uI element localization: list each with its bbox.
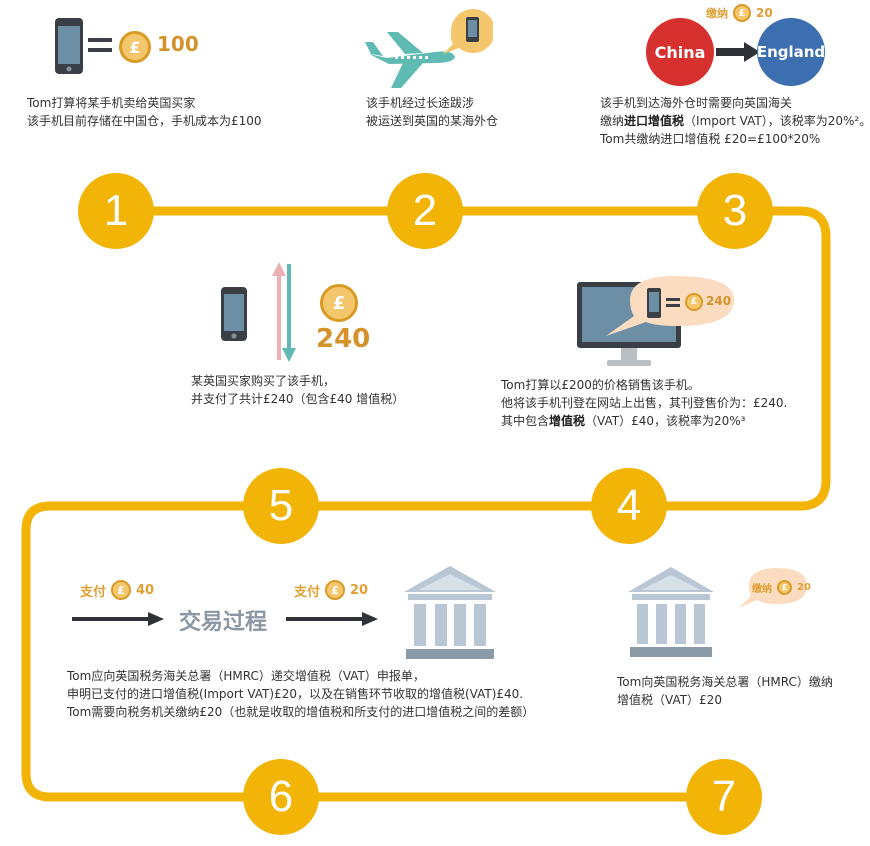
step-node-2: 2 <box>387 173 463 249</box>
pay-label: 支付 <box>80 584 107 600</box>
step4-line2: 他将该手机刊登在网站上出售，其刊登售价为：£240. <box>501 396 788 410</box>
transaction-process-label: 交易过程 <box>179 610 268 635</box>
step1-line2: 该手机目前存储在中国仓，手机成本为£100 <box>27 114 262 128</box>
step6-line1: Tom应向英国税务海关总署（HMRC）递交增值税（VAT）申报单， <box>67 669 425 683</box>
step5-line1: 某英国买家购买了该手机， <box>191 374 336 388</box>
step4-line3: 其中包含增值税（VAT）£40，该税率为20%³ <box>501 412 745 430</box>
payment-amount: 240 <box>316 324 371 354</box>
pay-amount: 20 <box>797 582 811 593</box>
bank-building-icon <box>628 567 714 657</box>
step3-line1: 该手机到达海外仓时需要向英国海关 <box>600 96 793 110</box>
import-vat-term: 进口增值税 <box>624 114 685 128</box>
pound-coin-icon: £ <box>733 4 751 22</box>
pay-20-badge: 支付 £ 20 <box>294 580 368 600</box>
arrow-right-icon <box>72 612 164 626</box>
step1-line1: Tom打算将某手机卖给英国买家 <box>27 96 196 110</box>
pay-amount: 40 <box>136 582 155 598</box>
step-node-3: 3 <box>697 173 773 249</box>
step3-line3: Tom共缴纳进口增值税 £20=£100*20% <box>600 132 821 146</box>
pound-coin-icon: £ <box>119 31 151 63</box>
pay-label: 支付 <box>294 584 321 600</box>
speech-bubble <box>739 568 807 608</box>
vat-term: 增值税 <box>549 414 586 428</box>
step4-line1: Tom打算以£200的价格销售该手机。 <box>501 378 700 392</box>
pay-40-badge: 支付 £ 40 <box>80 580 154 600</box>
step4-line3-a: 其中包含 <box>501 414 550 428</box>
fee-amount: 20 <box>756 6 773 20</box>
step6-line2: 申明已支付的进口增值税(Import VAT)£20，以及在销售环节收取的增值税… <box>67 687 524 701</box>
step3-line2-c: （Import VAT），该税率为20%²。 <box>684 114 870 128</box>
pound-coin-icon: £ <box>320 284 358 322</box>
phone-icon <box>221 287 247 341</box>
step-node-7: 7 <box>686 759 762 835</box>
step3-line2-a: 缴纳 <box>600 114 625 128</box>
pay-label: 缴纳 <box>752 584 772 595</box>
fee-label: 缴纳 <box>706 7 728 20</box>
china-circle: China <box>646 18 714 86</box>
tax-paid-badge: 缴纳 £ 20 <box>752 580 811 595</box>
step7-line1: Tom向英国税务海关总署（HMRC）缴纳 <box>617 675 833 689</box>
arrow-right-icon <box>286 612 378 626</box>
step-node-5: 5 <box>243 468 319 544</box>
exchange-arrows-icon <box>272 262 296 362</box>
step3-line2: 缴纳进口增值税（Import VAT），该税率为20%²。 <box>600 112 870 130</box>
pound-coin-icon: £ <box>777 580 792 595</box>
phone-icon <box>55 18 83 74</box>
equals-icon <box>666 298 680 307</box>
step2-line2: 被运送到英国的某海外仓 <box>366 114 499 128</box>
speech-bubble-phone-icon <box>443 9 493 54</box>
pound-coin-icon: £ <box>111 580 132 600</box>
step6-line3: Tom需要向税务机关缴纳£20（也就是收取的增值税和所支付的进口增值税之间的差额… <box>67 705 535 719</box>
step4-line3-c: （VAT）£40，该税率为20%³ <box>585 414 746 428</box>
cost-amount: 100 <box>157 32 199 56</box>
england-circle: England <box>757 18 825 86</box>
step2-line1: 该手机经过长途跋涉 <box>366 96 475 110</box>
phone-icon <box>647 288 661 318</box>
airplane-icon <box>365 32 455 88</box>
bank-building-icon <box>404 566 496 659</box>
pay-amount: 20 <box>350 582 369 598</box>
pound-coin-icon: £ <box>325 580 346 600</box>
arrow-right-icon <box>716 42 760 62</box>
import-vat-fee-badge: 缴纳 £ 20 <box>706 4 773 22</box>
step-node-4: 4 <box>591 468 667 544</box>
step-node-1: 1 <box>78 173 154 249</box>
equals-icon <box>88 38 112 52</box>
pound-coin-icon: £ <box>685 293 703 311</box>
listing-price: 240 <box>706 294 732 308</box>
step5-line2: 并支付了共计£240（包含£40 增值税） <box>191 392 405 406</box>
step-node-6: 6 <box>243 759 319 835</box>
step7-line2: 增值税（VAT）£20 <box>617 693 722 707</box>
